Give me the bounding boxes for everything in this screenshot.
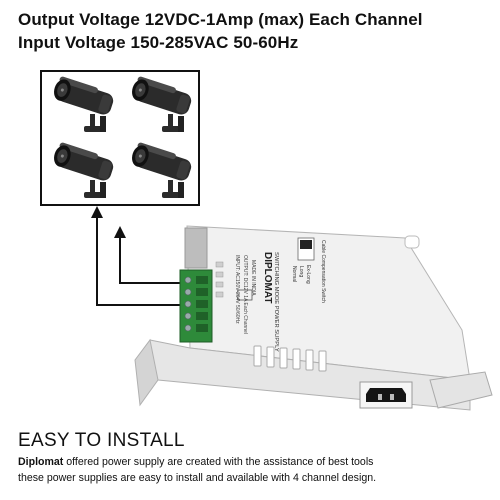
output-voltage-heading: Output Voltage 12VDC-1Amp (max) Each Cha… (18, 10, 423, 29)
install-description-line1: Diplomat offered power supply are create… (18, 456, 373, 468)
switch-long-label: Long (298, 266, 304, 277)
install-heading: EASY TO INSTALL (18, 430, 185, 451)
camera-group-box (40, 70, 200, 206)
cctv-camera-icon (132, 142, 192, 198)
cctv-camera-icon (132, 76, 192, 132)
brand-name: Diplomat (18, 456, 64, 468)
cctv-camera-icon (54, 142, 114, 198)
switch-normal-label: Normal (291, 266, 297, 282)
switch-exlong-label: Ex-Long (305, 265, 311, 284)
install-description-line1-rest: offered power supply are created with th… (63, 456, 374, 468)
switch-title-label: Cable Compensation Switch (320, 240, 326, 303)
power-socket-icon (359, 381, 413, 409)
cctv-camera-icon (54, 76, 114, 132)
brand-label: DIPLOMAT (262, 252, 273, 303)
svg-text:MADE IN INDIA: MADE IN INDIA (250, 260, 256, 296)
install-description-line2: these power supplies are easy to install… (18, 472, 377, 484)
product-label: SWITCHING MODE POWER SUPPLY (273, 252, 279, 352)
input-voltage-heading: Input Voltage 150-285VAC 50-60Hz (18, 33, 299, 52)
svg-text:OUTPUT: DC12V 1A Each Channel: OUTPUT: DC12V 1A Each Channel (242, 255, 248, 334)
svg-text:INPUT: AC150V-264V 50/60Hz: INPUT: AC150V-264V 50/60Hz (234, 255, 240, 324)
